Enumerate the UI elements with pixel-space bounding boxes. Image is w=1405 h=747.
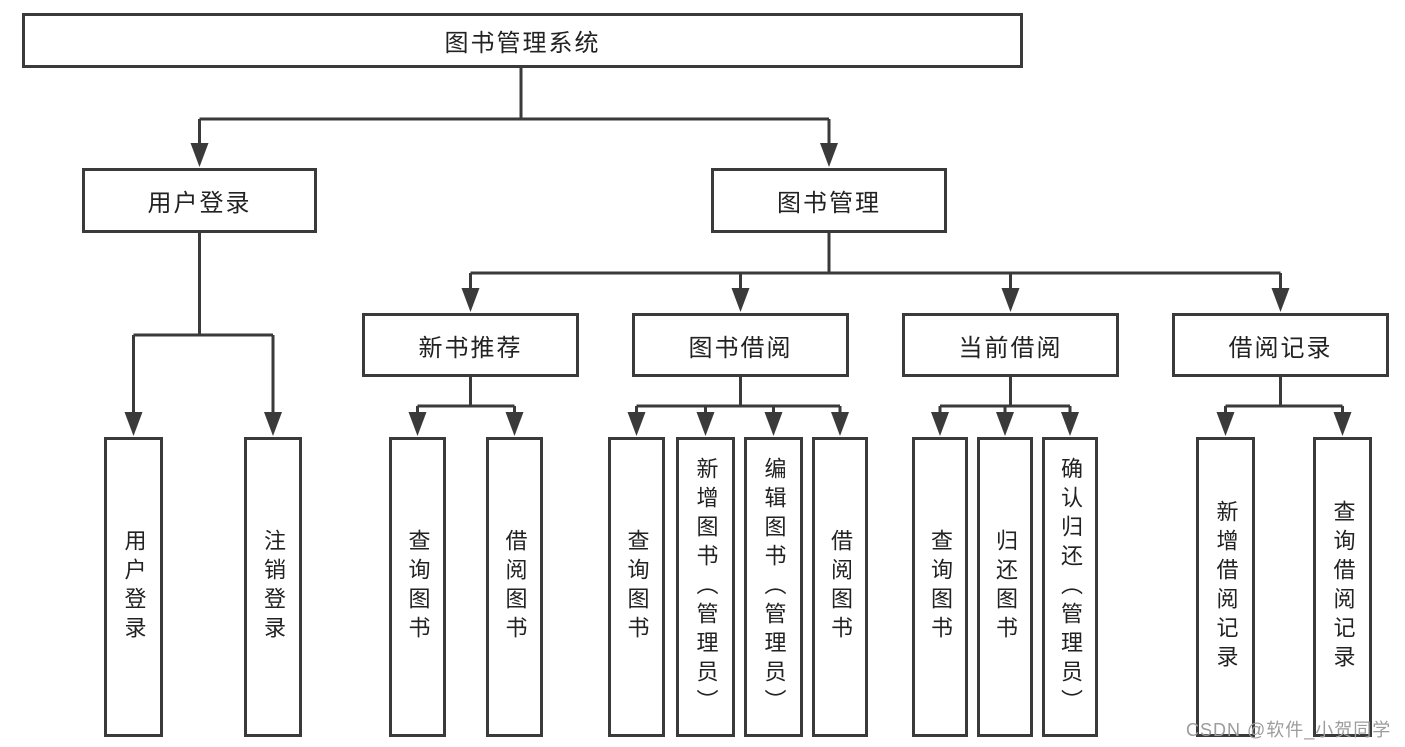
node-book-borrowing: 图书借阅 xyxy=(632,313,849,377)
node-logout-action: 注销登录 xyxy=(244,437,302,737)
node-current-confirm-return-admin: 确认归还（管理员） xyxy=(1042,437,1098,737)
node-label: 新书推荐 xyxy=(418,334,523,362)
node-label: 当前借阅 xyxy=(958,334,1063,362)
node-library-system: 图书管理系统 xyxy=(22,13,1023,68)
node-borrowing-add-books-admin: 新增图书（管理员） xyxy=(676,437,735,737)
node-borrowing-edit-books-admin: 编辑图书（管理员） xyxy=(744,437,803,737)
node-new-book-recommendation: 新书推荐 xyxy=(362,313,579,377)
node-label: 用户登录 xyxy=(147,190,252,217)
node-current-return-books: 归还图书 xyxy=(977,437,1033,737)
node-borrowing-search-books: 查询图书 xyxy=(608,437,665,737)
node-label: 图书管理系统 xyxy=(444,30,601,57)
node-records-add-borrow-record: 新增借阅记录 xyxy=(1196,437,1255,737)
node-user-login-action: 用户登录 xyxy=(104,437,163,737)
arrowhead-icons xyxy=(124,143,1352,436)
node-current-borrowing: 当前借阅 xyxy=(902,313,1119,377)
csdn-watermark: CSDN @软件_小贺同学 xyxy=(1186,720,1392,740)
node-current-search-books: 查询图书 xyxy=(912,437,968,737)
node-newrec-borrow-books: 借阅图书 xyxy=(486,437,543,737)
node-label: 借阅记录 xyxy=(1228,334,1333,362)
node-newrec-search-books: 查询图书 xyxy=(389,437,446,737)
node-user-login: 用户登录 xyxy=(82,168,317,233)
node-label: 图书管理 xyxy=(777,190,881,217)
node-records-search-borrow-record: 查询借阅记录 xyxy=(1313,437,1372,737)
node-label: 图书借阅 xyxy=(688,334,793,362)
node-borrowing-borrow-books: 借阅图书 xyxy=(812,437,868,737)
node-borrowing-records: 借阅记录 xyxy=(1172,313,1389,377)
node-book-management: 图书管理 xyxy=(711,168,947,233)
